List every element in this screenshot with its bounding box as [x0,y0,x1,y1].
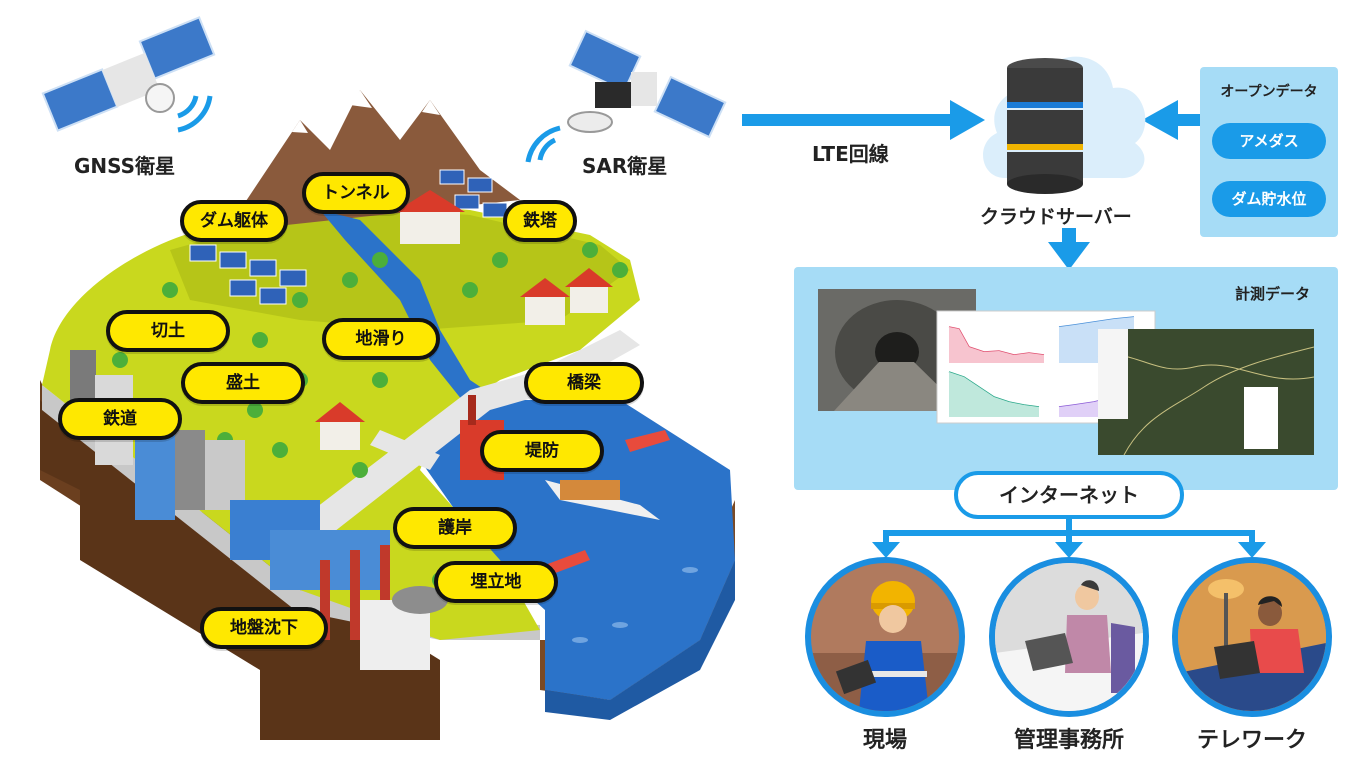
label-reclaimed: 埋立地 [434,561,558,603]
label-landslide: 地滑り [322,318,440,360]
open-data-panel: オープンデータ アメダス ダム貯水位 [1200,67,1338,237]
office-circle [989,557,1149,717]
open-data-item-amedas: アメダス [1212,123,1326,159]
sar-satellite-icon [525,29,727,163]
measurement-screenshots [818,289,1315,456]
label-subsidence: 地盤沈下 [200,607,328,649]
river [320,210,500,410]
measurement-title: 計測データ [1234,285,1310,303]
internet-label: インターネット [954,471,1184,519]
label-dam-body: ダム躯体 [180,200,288,242]
office-label: 管理事務所 [1013,728,1124,753]
telework-icon [1178,563,1326,711]
site-circle [805,557,965,717]
sar-satellite-label: SAR衛星 [582,154,668,178]
site-label: 現場 [862,728,907,753]
office-worker-icon [995,563,1143,711]
gnss-satellite-label: GNSS衛星 [74,154,176,178]
city-illustration [40,16,735,740]
label-tunnel: トンネル [302,172,410,214]
cloud-server-icon [983,56,1146,194]
label-bridge: 橋梁 [524,362,644,404]
open-data-title: オープンデータ [1220,84,1318,100]
label-cut: 切土 [106,310,230,352]
lte-label: LTE回線 [812,142,889,166]
label-railway: 鉄道 [58,398,182,440]
cloud-server-label: クラウドサーバー [980,206,1132,228]
label-fill: 盛土 [181,362,305,404]
measurement-panel: 計測データ [794,267,1338,490]
label-levee: 堤防 [480,430,604,472]
label-tower: 鉄塔 [503,200,577,242]
telework-label: テレワーク [1196,728,1307,753]
open-data-item-dam-level: ダム貯水位 [1212,181,1326,217]
gnss-satellite-icon [41,16,216,133]
telework-circle [1172,557,1332,717]
worker-icon [811,581,959,711]
label-revetment: 護岸 [393,507,517,549]
